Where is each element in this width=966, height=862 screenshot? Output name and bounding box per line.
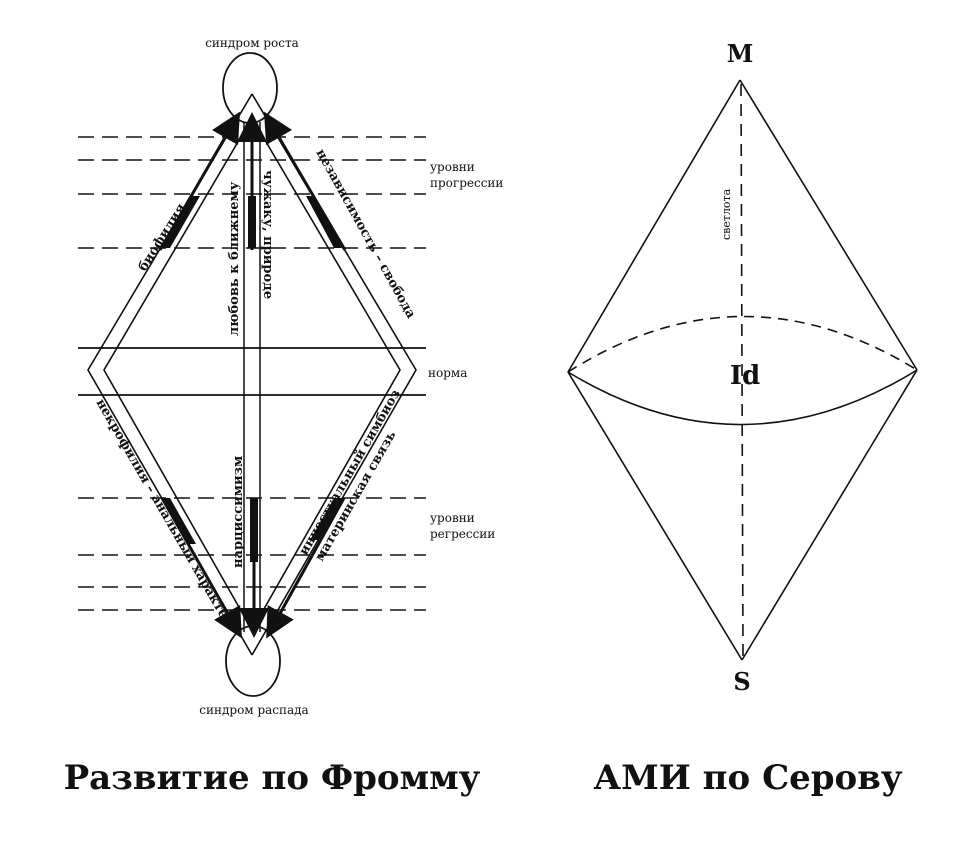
double-cone-outline (567, 79, 918, 661)
progress-segments (162, 196, 342, 248)
regress-segments (162, 498, 342, 562)
necrophilia-label: некрофилия – анальный характер (93, 397, 236, 630)
love-label-1: любовь к ближнему (227, 181, 242, 336)
serov-diagram: M S Id светлота АМИ по Серову (567, 39, 918, 798)
growth-syndrome-label: синдром роста (205, 36, 299, 50)
incest-symbiosis-label: инцестуальный симбиоз (296, 387, 403, 558)
progress-levels-label-2: прогрессии (430, 176, 503, 190)
love-label-2: чужаку, природе (260, 170, 275, 299)
center-axis (243, 122, 261, 632)
decay-syndrome-label: синдром распада (199, 703, 308, 717)
progress-levels-label-1: уровни (430, 160, 475, 174)
bottom-letter-s: S (733, 667, 750, 696)
fromm-caption: Развитие по Фромму (64, 758, 481, 798)
serov-caption: АМИ по Серову (593, 758, 902, 798)
axis-label: светлота (720, 188, 733, 240)
top-letter-m: M (727, 39, 754, 68)
regress-levels-label-1: уровни (430, 511, 475, 525)
growth-syndrome-circle (222, 52, 278, 124)
lightness-axis (740, 83, 744, 657)
decay-syndrome-circle (225, 625, 281, 697)
norm-label: норма (428, 366, 467, 380)
regress-levels-label-2: регрессии (430, 527, 495, 541)
id-label: Id (730, 361, 760, 391)
narcissism-label: нарциссимизм (231, 456, 246, 568)
norm-lines (78, 347, 426, 396)
fromm-diagram: синдром роста синдром распада уровни про… (64, 36, 504, 798)
